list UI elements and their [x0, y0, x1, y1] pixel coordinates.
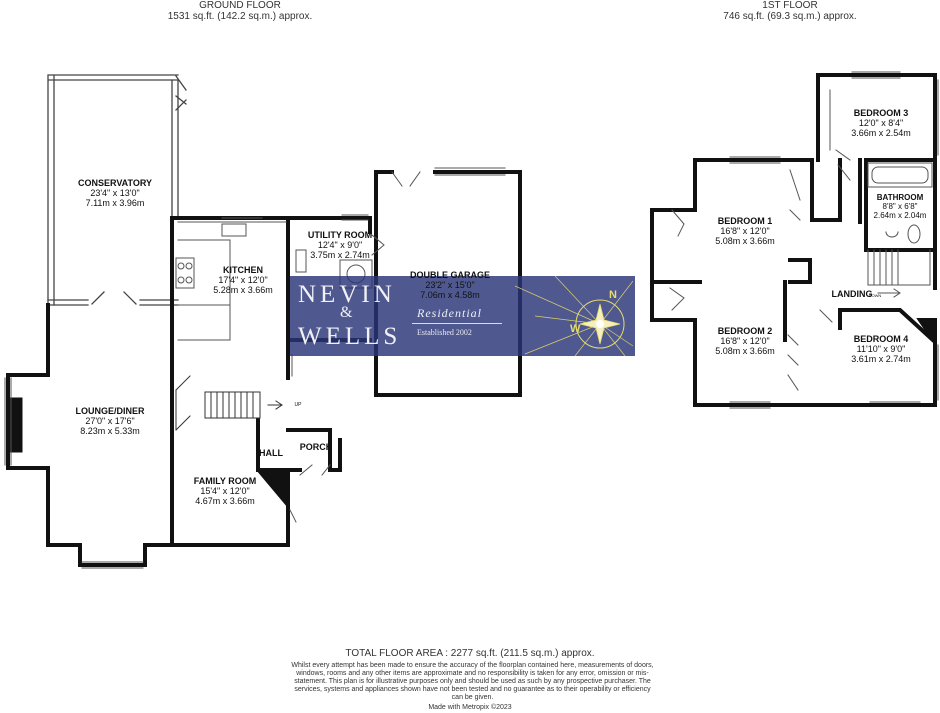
room-name: BATHROOM — [876, 193, 924, 202]
first-floor-windows — [729, 71, 939, 409]
room-lounge-diner: LOUNGE/DINER 27'0" x 17'6" 8.23m x 5.33m — [55, 406, 165, 436]
room-double-garage: DOUBLE GARAGE 23'2" x 15'0" 7.06m x 4.58… — [400, 270, 500, 300]
room-imperial: 11'10" x 9'0" — [856, 344, 906, 354]
conservatory-walls — [47, 74, 187, 306]
logo-brand-line2: WELLS — [298, 323, 402, 350]
room-metric: 5.08m x 3.66m — [715, 346, 775, 356]
first-floor-doors — [669, 164, 851, 391]
room-name: DOUBLE GARAGE — [409, 270, 490, 280]
room-metric: 3.61m x 2.74m — [851, 354, 911, 364]
first-floor-title: 1ST FLOOR — [762, 0, 818, 11]
logo-established: Established 2002 — [417, 328, 472, 337]
ground-floor-doors — [289, 171, 421, 523]
room-name: CONSERVATORY — [77, 178, 152, 188]
room-imperial: 8'8" x 6'8" — [882, 202, 918, 211]
ground-floor-title: GROUND FLOOR — [199, 0, 281, 11]
room-metric: 3.66m x 2.54m — [851, 128, 911, 138]
room-kitchen: KITCHEN 17'4" x 12'0" 5.28m x 3.66m — [188, 265, 298, 295]
room-bathroom: BATHROOM 8'8" x 6'8" 2.64m x 2.04m — [866, 193, 934, 220]
room-metric: 3.75m x 2.74m — [310, 250, 370, 260]
ground-floor-header: GROUND FLOOR 1531 sq.ft. (142.2 sq.m.) a… — [140, 0, 340, 22]
room-name: BEDROOM 1 — [717, 216, 773, 226]
ground-floor-walls — [6, 170, 522, 567]
room-metric: 5.28m x 3.66m — [213, 285, 273, 295]
room-name: FAMILY ROOM — [193, 476, 257, 486]
room-metric: 7.06m x 4.58m — [420, 290, 480, 300]
room-bedroom-1: BEDROOM 1 16'8" x 12'0" 5.08m x 3.66m — [700, 216, 790, 246]
room-imperial: 15'4" x 12'0" — [200, 486, 250, 496]
label-porch: PORCH — [299, 442, 333, 452]
label-hall: HALL — [259, 448, 283, 458]
ground-floor-area: 1531 sq.ft. (142.2 sq.m.) approx. — [167, 11, 313, 22]
room-imperial: 12'0" x 8'4" — [858, 118, 904, 128]
room-imperial: 27'0" x 17'6" — [85, 416, 135, 426]
room-name: KITCHEN — [223, 265, 263, 275]
room-conservatory: CONSERVATORY 23'4" x 13'0" 7.11m x 3.96m — [60, 178, 170, 208]
label-landing: LANDING — [831, 289, 873, 299]
room-name: BEDROOM 2 — [717, 326, 773, 336]
made-with-credit: Made with Metropix ©2023 — [428, 704, 512, 711]
logo-tagline: Residential — [417, 306, 482, 320]
disclaimer-text: Whilst every attempt has been made to en… — [291, 662, 654, 701]
room-metric: 5.08m x 3.66m — [715, 236, 775, 246]
label-stairs-down: DOWN — [868, 293, 882, 298]
label-stairs-up: UP — [294, 402, 302, 408]
compass-n-label: N — [609, 289, 617, 301]
room-name: UTILITY ROOM — [307, 230, 373, 240]
room-bedroom-3: BEDROOM 3 12'0" x 8'4" 3.66m x 2.54m — [836, 108, 926, 138]
first-floor-fittings — [829, 89, 933, 298]
room-imperial: 17'4" x 12'0" — [218, 275, 268, 285]
room-metric: 7.11m x 3.96m — [85, 198, 145, 208]
room-bedroom-4: BEDROOM 4 11'10" x 9'0" 3.61m x 2.74m — [836, 334, 926, 364]
room-name: BEDROOM 4 — [853, 334, 909, 344]
ground-floor-stairs — [175, 375, 283, 431]
room-imperial: 16'8" x 12'0" — [720, 226, 770, 236]
logo-rule — [412, 323, 502, 324]
watermark-logo: NEVIN & WELLS Residential Established 20… — [290, 276, 635, 356]
room-family-room: FAMILY ROOM 15'4" x 12'0" 4.67m x 3.66m — [180, 476, 270, 506]
room-imperial: 23'4" x 13'0" — [90, 188, 140, 198]
room-imperial: 23'2" x 15'0" — [425, 280, 475, 290]
room-utility: UTILITY ROOM 12'4" x 9'0" 3.75m x 2.74m — [300, 230, 380, 260]
total-floor-area: TOTAL FLOOR AREA : 2277 sq.ft. (211.5 sq… — [345, 648, 595, 659]
first-floor-area: 746 sq.ft. (69.3 sq.m.) approx. — [723, 11, 857, 22]
room-bedroom-2: BEDROOM 2 16'8" x 12'0" 5.08m x 3.66m — [700, 326, 790, 356]
room-name: LOUNGE/DINER — [75, 406, 145, 416]
compass-w-label: W — [570, 323, 581, 335]
ground-floor-windows — [4, 167, 506, 569]
first-floor-header: 1ST FLOOR 746 sq.ft. (69.3 sq.m.) approx… — [670, 0, 910, 22]
room-metric: 2.64m x 2.04m — [873, 211, 927, 220]
logo-brand-line1: NEVIN — [298, 281, 396, 308]
compass-rose-icon: N W — [515, 276, 633, 356]
room-metric: 8.23m x 5.33m — [80, 426, 140, 436]
room-imperial: 16'8" x 12'0" — [720, 336, 770, 346]
logo-ampersand: & — [340, 304, 357, 321]
room-imperial: 12'4" x 9'0" — [317, 240, 363, 250]
room-name: BEDROOM 3 — [853, 108, 909, 118]
first-floor-walls — [650, 73, 937, 407]
room-metric: 4.67m x 3.66m — [195, 496, 255, 506]
